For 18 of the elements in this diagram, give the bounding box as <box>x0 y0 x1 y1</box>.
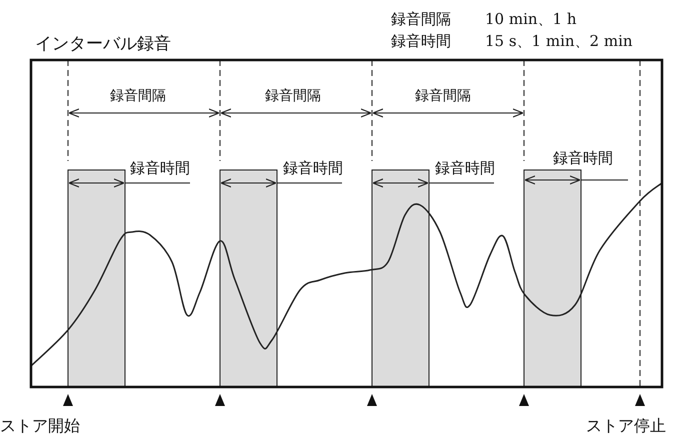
setting-value: 15 s、1 min、2 min <box>485 34 633 49</box>
setting-name: 録音時間 <box>391 34 451 49</box>
recording-bar <box>372 170 430 388</box>
stop-label: ストア停止 <box>586 418 666 434</box>
duration-label: 録音時間 <box>435 161 495 176</box>
start-label: ストア開始 <box>0 418 80 434</box>
setting-name: 録音間隔 <box>391 12 451 27</box>
interval-label: 録音間隔 <box>265 89 321 103</box>
recording-bar <box>524 170 582 388</box>
duration-label: 録音時間 <box>283 161 343 176</box>
duration-label: 録音時間 <box>553 151 613 166</box>
interval-label: 録音間隔 <box>110 89 166 103</box>
recording-bar <box>220 170 278 388</box>
duration-label: 録音時間 <box>130 161 190 176</box>
interval-label: 録音間隔 <box>415 89 471 103</box>
setting-value: 10 min、1 h <box>485 12 577 27</box>
recording-bar <box>68 170 126 388</box>
title: インターバル録音 <box>35 36 171 53</box>
